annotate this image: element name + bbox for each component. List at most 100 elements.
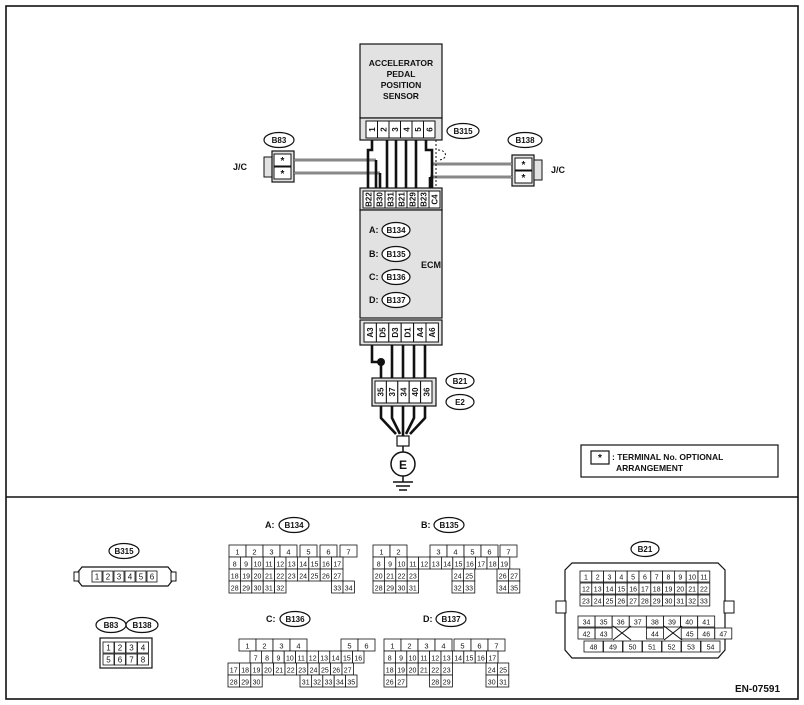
d-view-pin-label: 18 (386, 668, 394, 675)
lower-harness-wires (370, 345, 427, 436)
b21-view-pin-label: 45 (686, 632, 694, 639)
ground-pin-label: 36 (422, 387, 431, 396)
b83-view-label: B83 (104, 621, 119, 630)
b21-view-pin-cell (646, 627, 664, 640)
a-view-pin-label: 21 (265, 574, 273, 581)
c-view-pin-label: 23 (298, 668, 306, 675)
d-view-pin-label: 7 (494, 642, 498, 651)
d-view-pin-label: 31 (499, 680, 507, 687)
a-view-pin-cell (342, 580, 355, 594)
a-view-pin-label: 33 (333, 586, 341, 593)
legend: * : TERMINAL No. OPTIONAL ARRANGEMENT (580, 444, 779, 478)
b315-pin-label: 3 (117, 573, 122, 582)
c-view-pin-label: 16 (354, 656, 362, 663)
d-view-pin-label: 19 (397, 668, 405, 675)
b21-view-pin-label: 46 (702, 632, 710, 639)
d-view-pin-cell (496, 674, 510, 688)
b-view-pin-label: 13 (432, 562, 440, 569)
left-jc-pin-2: * (281, 169, 285, 180)
b-view-pin-label: 17 (477, 562, 485, 569)
d-view-pin-label: 4 (441, 642, 445, 651)
b21-view-pin-label: 3 (608, 575, 612, 582)
legend-text-line-1: : TERMINAL No. OPTIONAL (612, 452, 723, 462)
sensor-pin-label: 1 (368, 127, 377, 132)
ecm-top-pin-label: B21 (398, 192, 407, 207)
sensor-label-line-1: ACCELERATOR (369, 58, 433, 68)
ecm-bottom-pin-label: D1 (403, 327, 412, 338)
ground-b21-badge: B21 (453, 377, 468, 386)
b21-view-pin-label: 37 (634, 620, 642, 627)
a-view-pin-label: 26 (322, 574, 330, 581)
ecm-label: ECM (421, 260, 441, 270)
b21-view-pin-cell (714, 627, 733, 640)
b-view-pin-label: 7 (506, 548, 510, 557)
d-view-pin-label: 13 (443, 656, 451, 663)
b21-view-pin-label: 6 (643, 575, 647, 582)
b83-b138-pin-cell (125, 653, 138, 666)
ecm-conn-b-prefix: B: (369, 249, 379, 259)
a-view-pin-label: 13 (288, 562, 296, 569)
b83-b138-pin-cell (102, 653, 115, 666)
b-view-pin-label: 32 (454, 586, 462, 593)
b83-b138-pin-cell (102, 641, 115, 654)
b21-view-pin-label: 24 (594, 599, 602, 606)
right-jc-pin-1: * (522, 160, 526, 171)
b21-view-pin-cell (642, 640, 662, 653)
b21-view-pin-label: 33 (700, 599, 708, 606)
b83-b138-pin-cell (137, 641, 149, 654)
b21-view-pin-label: 14 (606, 587, 614, 594)
b-view-pin-label: 30 (398, 586, 406, 593)
a-view-pin-label: 18 (231, 574, 239, 581)
a-view-pin-label: 23 (288, 574, 296, 581)
c-view-pin-cell (352, 650, 365, 664)
b21-view-pin-cell (697, 570, 711, 583)
ground-pin-label: 34 (400, 387, 409, 396)
b83-b138-pin-cell (125, 641, 138, 654)
a-view-pin-label: 6 (326, 548, 330, 557)
b21-view-pin-label: 10 (688, 575, 696, 582)
b315-pin-label: 6 (150, 573, 155, 582)
b315-pin-cell (135, 570, 147, 583)
b21-view-pin-label: 8 (667, 575, 671, 582)
b21-view-pin-label: 22 (700, 587, 708, 594)
b21-view-pin-cell (594, 627, 613, 640)
b-view-pin-label: 27 (510, 574, 518, 581)
b-view-pin-label: 34 (499, 586, 507, 593)
b21-view-pin-label: 17 (641, 587, 649, 594)
c-view-pin-label: 12 (309, 656, 317, 663)
a-view-pin-label: 12 (276, 562, 284, 569)
ecm-conn-c-id: B136 (386, 273, 406, 282)
c-view-pin-label: 35 (347, 680, 355, 687)
ground-pin-label: 37 (388, 387, 397, 396)
a-view-pin-label: 32 (276, 586, 284, 593)
b21-view-pin-cell (697, 582, 711, 595)
a-view-pin-label: 29 (242, 586, 250, 593)
b21-view-pin-label: 39 (668, 620, 676, 627)
ecm-conn-c-prefix: C: (369, 272, 379, 282)
left-jc-pin-1: * (281, 156, 285, 167)
a-view-pin-label: 15 (311, 562, 319, 569)
b-view-pin-label: 5 (470, 548, 474, 557)
a-view-pin-label: 24 (299, 574, 307, 581)
right-jc-label: J/C (551, 165, 566, 175)
d-view-pin-label: 10 (409, 656, 417, 663)
c-view-pin-label: 4 (296, 642, 300, 651)
sensor-label-line-2: PEDAL (387, 69, 416, 79)
ecm-bottom-pin-cell (425, 322, 439, 343)
b315-pin-label: 2 (106, 573, 111, 582)
c-view-pin-label: 5 (347, 642, 351, 651)
b21-view-pin-label: 29 (653, 599, 661, 606)
b-view-pin-label: 10 (398, 562, 406, 569)
b83-badge (263, 131, 295, 149)
ecm-conn-b-id: B135 (386, 250, 406, 259)
b21-view-pin-label: 19 (665, 587, 673, 594)
sensor-pin-label: 2 (379, 127, 388, 132)
b83-b138-pin-label: 5 (106, 656, 111, 665)
